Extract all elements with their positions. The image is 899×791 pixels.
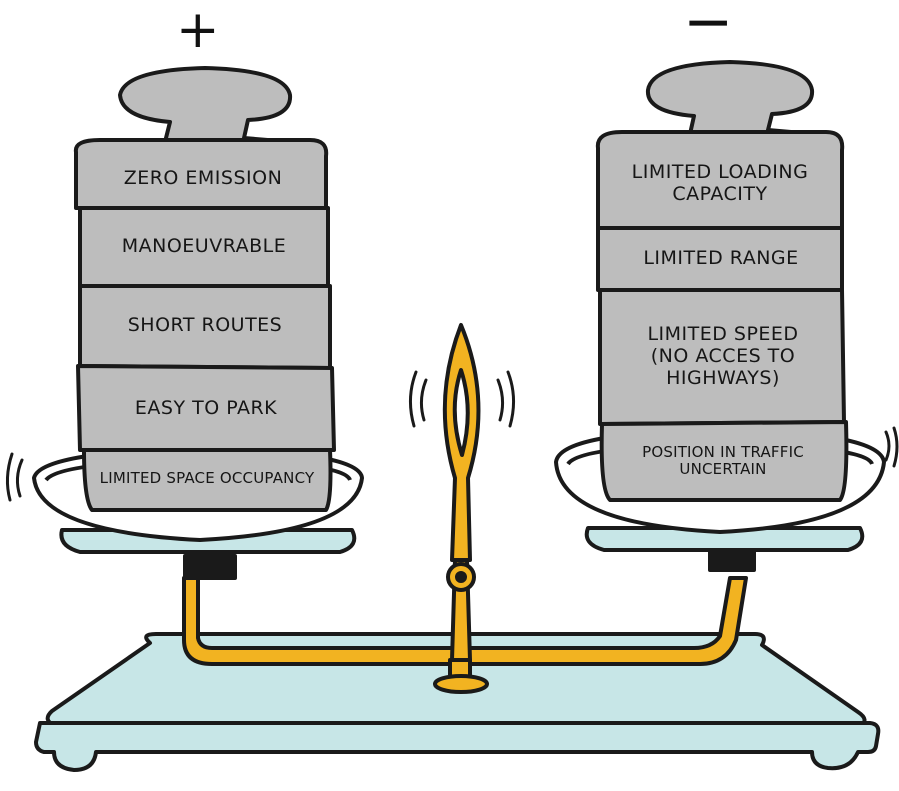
minus-sign: − <box>683 0 733 52</box>
pro-label: Zero emission <box>80 150 326 208</box>
pro-label: Manoeuvrable <box>80 208 328 286</box>
weight-handle-icon <box>120 68 292 142</box>
plus-sign: + <box>176 4 220 56</box>
pro-label: Easy to park <box>80 368 332 450</box>
pointer-needle-icon <box>445 325 479 560</box>
con-label: Position in traffic uncertain <box>610 424 836 498</box>
con-label: Limited loading capacity <box>620 140 820 228</box>
con-label: Limited range <box>600 228 842 290</box>
weight-handle-icon <box>648 62 814 134</box>
pro-label: Short routes <box>80 286 330 366</box>
pro-label: Limited space occupancy <box>86 450 328 508</box>
con-label: Limited speed (no acces to highways) <box>640 292 806 422</box>
